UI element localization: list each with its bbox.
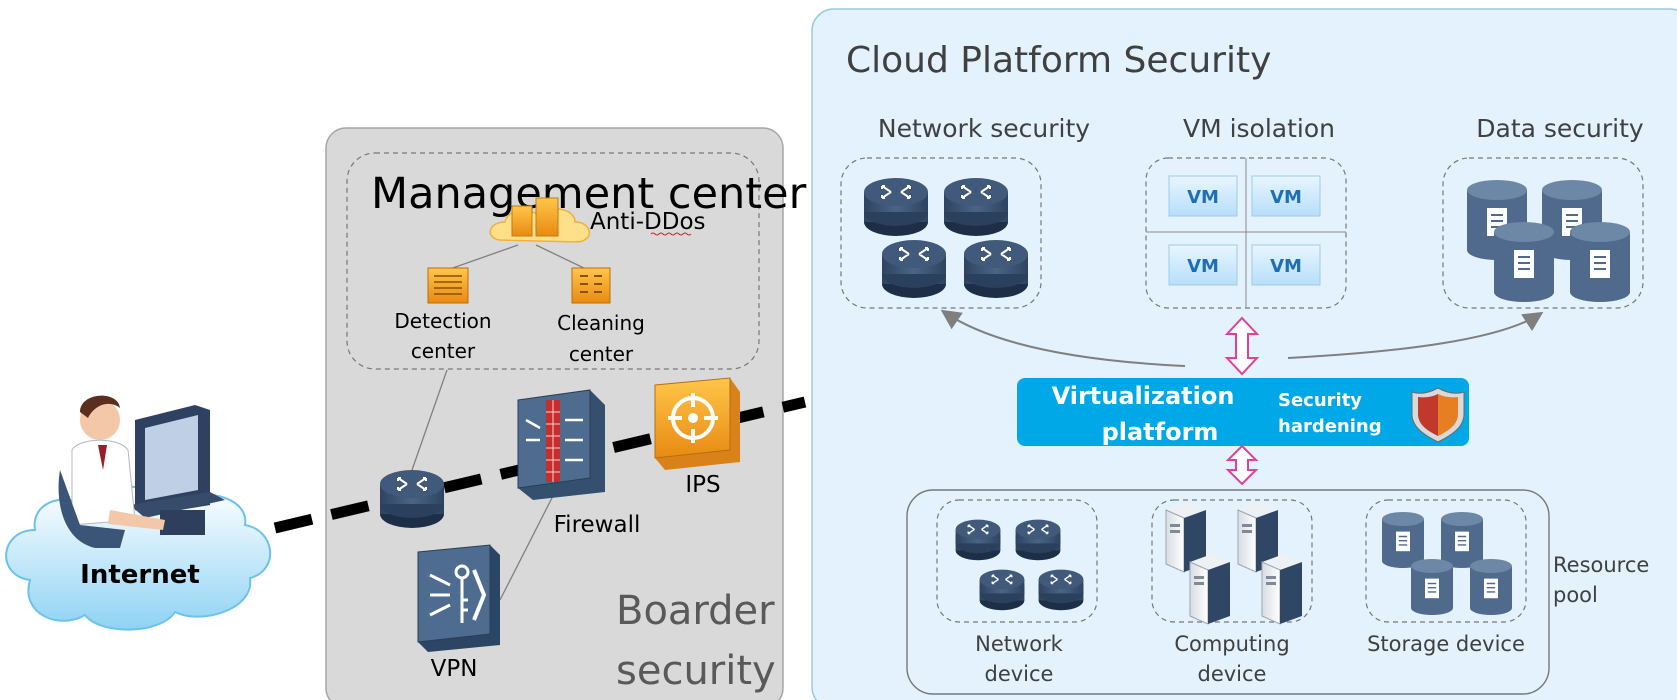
arrow-to-network-security [940,309,1186,367]
internet-label: Internet [80,560,200,590]
detection-center-icon [427,267,469,304]
cleaning-center-label-2: center [569,342,634,366]
network-security-label: Network security [878,114,1090,143]
ips-label: IPS [685,472,720,498]
border-security-title-2: security [616,648,776,694]
router-icon [978,568,1026,611]
shield-icon [1411,387,1465,443]
router-icon [1037,568,1085,611]
router-icon [963,239,1029,299]
anti-ddos-icon [489,197,590,243]
spellcheck-underline [650,232,692,236]
resource-pool-box [906,489,1550,695]
storage-icon [1469,558,1513,616]
computing-device-label-1: Computing [1174,632,1289,656]
router-icon [881,239,947,299]
border-security-title-1: Boarder [616,588,775,634]
cleaning-center-label-1: Cleaning [557,311,645,335]
router-icon [954,518,1002,561]
server-icon [1261,553,1303,625]
internet-link [273,396,807,534]
computing-device-box [1151,499,1313,623]
network-device-box [936,499,1098,623]
security-hardening-label-1: Security [1278,390,1362,411]
computing-device-label-2: device [1198,662,1267,686]
vm-isolation-label: VM isolation [1183,114,1335,143]
firewall-icon [517,389,605,500]
vpn-label: VPN [431,656,478,682]
ips-icon [654,377,740,470]
management-center-title: Management center [371,169,807,219]
router-icon [863,177,929,237]
vm-block: VM [1251,175,1321,217]
data-security-box [1442,157,1644,309]
storage-icon [1493,221,1555,303]
router-icon [1014,518,1062,561]
double-arrow-icon [1224,316,1260,376]
arrow-to-data-security [1287,311,1544,359]
vpn-icon [417,544,500,652]
storage-icon [1410,558,1454,616]
network-device-label-1: Network [975,632,1064,656]
vm-block: VM [1168,175,1238,217]
management-center-box [346,152,760,370]
management-lines [411,244,589,601]
vm-block: VM [1251,244,1321,286]
resource-pool-label-2: pool [1553,583,1598,607]
internet-user-icon [5,395,272,631]
data-security-label: Data security [1476,114,1644,143]
double-arrow-icon [1225,444,1259,486]
server-icon [1189,553,1231,625]
border-router-icon [379,469,445,529]
virtualization-label-2: platform [1102,418,1219,446]
virtualization-platform-bar [1017,378,1469,446]
resource-pool-label-1: Resource [1553,553,1649,577]
network-security-box [840,157,1042,309]
security-hardening-label-2: hardening [1278,416,1382,437]
vm-block: VM [1168,244,1238,286]
vm-label: VM [1270,256,1302,277]
network-device-label-2: device [985,662,1054,686]
cleaning-center-icon [571,267,611,304]
vm-label: VM [1187,187,1219,208]
vm-label: VM [1270,187,1302,208]
cloud-platform-title: Cloud Platform Security [846,40,1271,81]
virtualization-label-1: Virtualization [1052,382,1235,410]
detection-center-label-1: Detection [394,309,491,333]
storage-device-box [1365,499,1527,623]
detection-center-label-2: center [411,339,476,363]
router-icon [943,177,1009,237]
storage-device-label: Storage device [1367,632,1525,656]
storage-icon [1381,511,1425,569]
vm-label: VM [1187,256,1219,277]
storage-icon [1440,511,1484,569]
firewall-label: Firewall [554,512,641,538]
anti-ddos-label: Anti-DDos [590,209,706,235]
storage-icon [1569,221,1631,303]
